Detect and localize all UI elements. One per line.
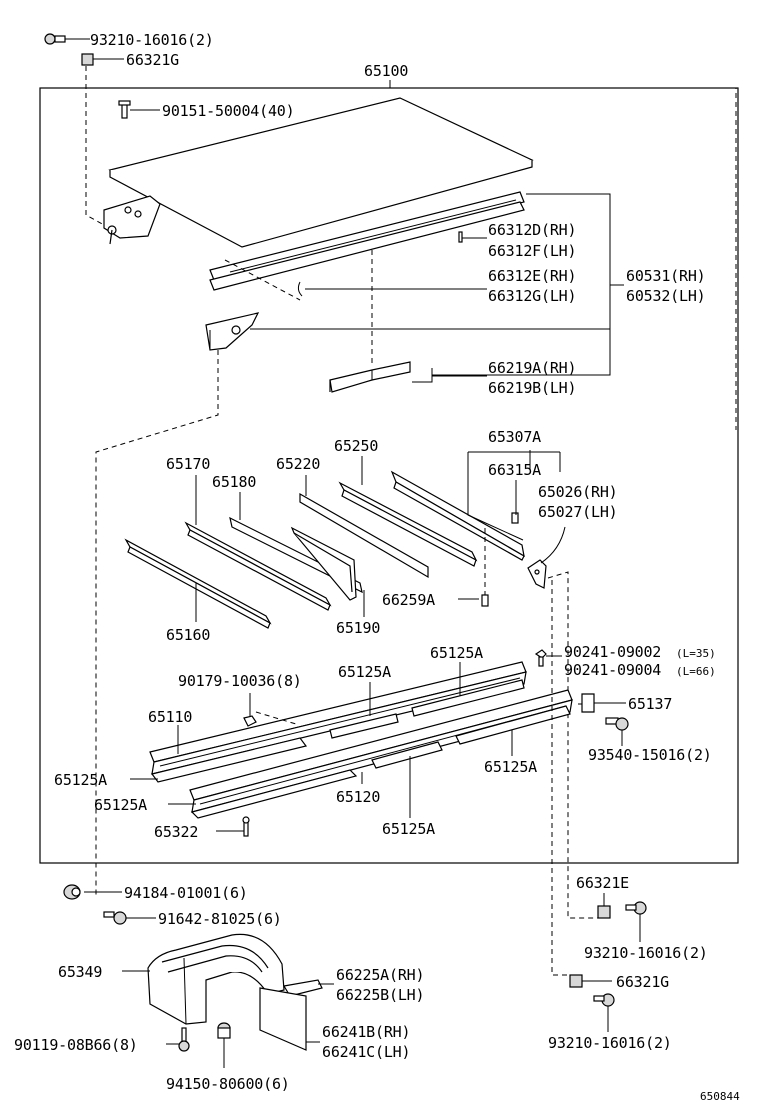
label-66312f: 66312F(LH) (488, 242, 576, 260)
nut-94184 (63, 884, 81, 900)
label-65100: 65100 (364, 62, 408, 80)
label-66259a: 66259A (382, 591, 435, 609)
hinge-bracket-left (103, 195, 161, 245)
nut-66321g-top (81, 53, 94, 66)
crossmember-65250 (338, 481, 478, 567)
label-65160: 65160 (166, 626, 210, 644)
nut-66321g-bottom (569, 974, 583, 988)
bracket-65026 (527, 559, 547, 589)
spacer-94150 (217, 1022, 231, 1039)
label-90151: 90151-50004(40) (162, 102, 294, 120)
label-65125a-3: 65125A (54, 771, 107, 789)
deck-panel-65100 (108, 97, 534, 248)
crossmember-65170 (184, 521, 332, 611)
assembly-frame (39, 87, 739, 864)
bolt-90119 (178, 1027, 190, 1052)
label-65125a-4: 65125A (484, 758, 537, 776)
label-65170: 65170 (166, 455, 210, 473)
crossmember-65190 (290, 526, 357, 601)
label-90241-09004: 90241-09004 (564, 661, 661, 679)
crossmember-65307a (390, 470, 525, 561)
label-90241-09002: 90241-09002 (564, 643, 661, 661)
bolt-65322 (242, 816, 250, 837)
bolt-91642 (103, 911, 127, 925)
label-93210-mid: 93210-16016(2) (584, 944, 708, 962)
label-90241-09004-length: (L=66) (676, 665, 716, 678)
label-66315a: 66315A (488, 461, 541, 479)
label-65125a-1: 65125A (338, 663, 391, 681)
bolt-93210-top (44, 33, 66, 45)
figure-code: 650844 (700, 1090, 740, 1103)
corner-bracket (205, 312, 260, 351)
bolt-90241 (534, 649, 547, 667)
label-66219b: 66219B(LH) (488, 379, 576, 397)
label-93210-top: 93210-16016(2) (90, 31, 214, 49)
label-65110: 65110 (148, 708, 192, 726)
label-66312d: 66312D(RH) (488, 221, 576, 239)
label-66321g-bottom: 66321G (616, 973, 669, 991)
label-65322: 65322 (154, 823, 198, 841)
label-66225b: 66225B(LH) (336, 986, 424, 1004)
label-94184: 94184-01001(6) (124, 884, 248, 902)
label-66321e: 66321E (576, 874, 629, 892)
sill-65120 (189, 689, 573, 813)
label-66241c: 66241C(LH) (322, 1043, 410, 1061)
label-65125a-5: 65125A (94, 796, 147, 814)
bracket-66219 (329, 361, 411, 393)
screw-90151 (118, 100, 131, 119)
spacer-66259a (481, 594, 489, 607)
nut-90179 (243, 715, 257, 727)
clip-65137 (578, 693, 595, 713)
bolt-93210-mid (625, 901, 647, 915)
wear-strips-65125a (150, 679, 571, 819)
mudflap-66241 (259, 987, 307, 1051)
label-65250: 65250 (334, 437, 378, 455)
label-66312g: 66312G(LH) (488, 287, 576, 305)
nut-66321e (597, 905, 611, 919)
label-66312e: 66312E(RH) (488, 267, 576, 285)
crossmember-65160 (124, 538, 272, 629)
label-66241b: 66241B(RH) (322, 1023, 410, 1041)
label-65120: 65120 (336, 788, 380, 806)
label-90241-09002-length: (L=35) (676, 647, 716, 660)
clip-66315a (511, 512, 519, 524)
label-65125a-6: 65125A (382, 820, 435, 838)
label-66219a: 66219A(RH) (488, 359, 576, 377)
pin-66312d (458, 231, 463, 243)
side-rail-60531 (209, 191, 525, 291)
label-65027: 65027(LH) (538, 503, 617, 521)
label-90179: 90179-10036(8) (178, 672, 302, 690)
label-65137: 65137 (628, 695, 672, 713)
label-65180: 65180 (212, 473, 256, 491)
label-90119: 90119-08B66(8) (14, 1036, 138, 1054)
label-60531: 60531(RH) (626, 267, 705, 285)
bolt-93210-bottom (593, 993, 615, 1007)
label-91642: 91642-81025(6) (158, 910, 282, 928)
label-65349: 65349 (58, 963, 102, 981)
mudguard-65349 (147, 933, 285, 1025)
label-65026: 65026(RH) (538, 483, 617, 501)
label-94150: 94150-80600(6) (166, 1075, 290, 1093)
label-60532: 60532(LH) (626, 287, 705, 305)
sill-65110 (149, 661, 527, 775)
label-66321g-top: 66321G (126, 51, 179, 69)
bolt-93540 (605, 717, 629, 731)
label-65125a-2: 65125A (430, 644, 483, 662)
label-65190: 65190 (336, 619, 380, 637)
crossmember-65220 (299, 492, 429, 579)
label-66225a: 66225A(RH) (336, 966, 424, 984)
label-65220: 65220 (276, 455, 320, 473)
label-65307a: 65307A (488, 428, 541, 446)
label-93540: 93540-15016(2) (588, 746, 712, 764)
label-93210-bottom: 93210-16016(2) (548, 1034, 672, 1052)
